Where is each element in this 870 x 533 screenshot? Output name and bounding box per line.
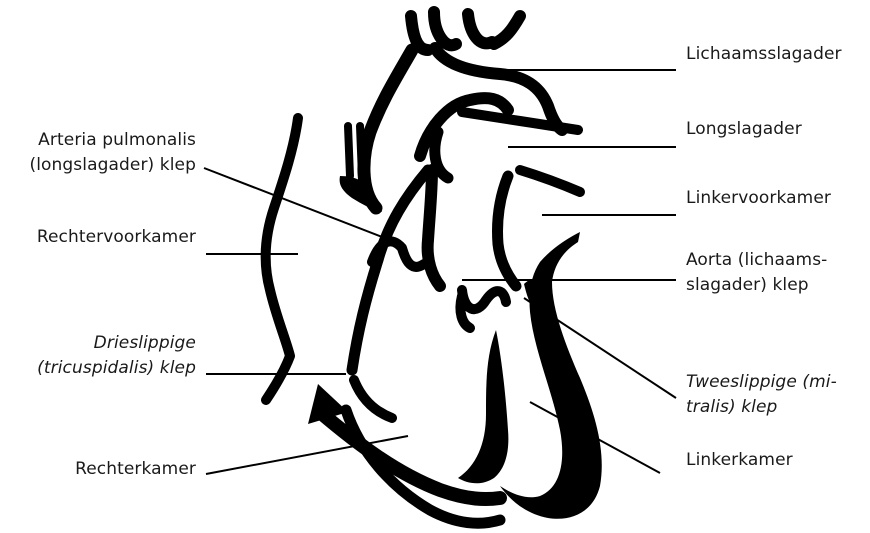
leader-linkerkamer bbox=[530, 402, 660, 473]
label-tweeslippige-klep: Tweeslippige (mi- tralis) klep bbox=[686, 370, 837, 420]
leader-tweeslippige-klep bbox=[524, 298, 676, 398]
label-line: Linkervoorkamer bbox=[686, 186, 831, 211]
label-line: slagader) klep bbox=[686, 273, 827, 298]
label-line: Rechtervoorkamer bbox=[37, 225, 196, 250]
label-line: (longslagader) klep bbox=[29, 153, 196, 178]
label-drieslippige-klep: Drieslippige (tricuspidalis) klep bbox=[37, 331, 196, 381]
label-rechterkamer: Rechterkamer bbox=[75, 457, 196, 482]
label-line: Tweeslippige (mi- bbox=[686, 370, 837, 395]
label-line: Lichaamsslagader bbox=[686, 42, 842, 67]
label-line: Rechterkamer bbox=[75, 457, 196, 482]
label-rechtervoorkamer: Rechtervoorkamer bbox=[37, 225, 196, 250]
label-line: Aorta (lichaams- bbox=[686, 248, 827, 273]
label-line: Drieslippige bbox=[37, 331, 196, 356]
label-longslagader: Longslagader bbox=[686, 117, 802, 142]
label-arteria-pulmonalis-klep: Arteria pulmonalis (longslagader) klep bbox=[29, 128, 196, 178]
label-linkerkamer: Linkerkamer bbox=[686, 448, 793, 473]
label-line: (tricuspidalis) klep bbox=[37, 356, 196, 381]
label-line: Longslagader bbox=[686, 117, 802, 142]
label-lichaamsslagader: Lichaamsslagader bbox=[686, 42, 842, 67]
label-aorta-klep: Aorta (lichaams- slagader) klep bbox=[686, 248, 827, 298]
label-line: tralis) klep bbox=[686, 395, 837, 420]
leader-arteria-pulmonalis-klep bbox=[204, 168, 390, 240]
label-line: Linkerkamer bbox=[686, 448, 793, 473]
label-line: Arteria pulmonalis bbox=[29, 128, 196, 153]
label-linkervoorkamer: Linkervoorkamer bbox=[686, 186, 831, 211]
leader-rechterkamer bbox=[206, 436, 408, 474]
